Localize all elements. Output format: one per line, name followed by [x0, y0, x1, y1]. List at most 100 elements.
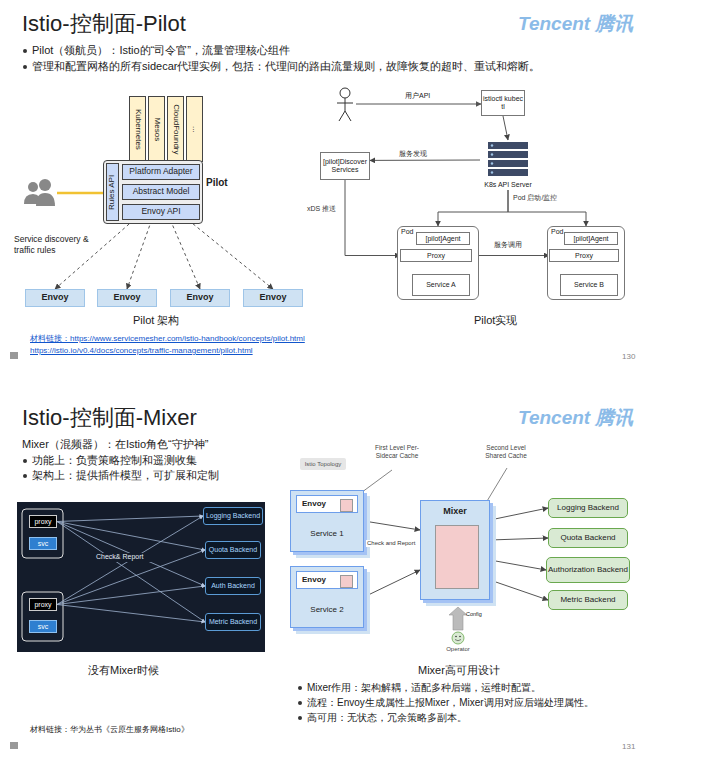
layer-box: Abstract Model	[122, 184, 200, 200]
connector	[188, 220, 273, 289]
envoy-box: Envoy	[296, 495, 358, 513]
node-text: Abstract Model	[133, 187, 190, 196]
pod-box: Pod[pilot]AgentProxyService B	[547, 226, 625, 300]
node-text: Envoy	[113, 293, 140, 303]
source-note: 材料链接：华为丛书《云原生服务网格Istio》	[30, 725, 330, 735]
connector	[57, 522, 205, 623]
server-node: K8s API Server	[480, 140, 536, 190]
layer-box: Envoy API	[122, 204, 200, 220]
node-text: Platform Adapter	[129, 167, 192, 176]
process-box: [pilot]Agent	[564, 232, 618, 245]
layer-box: Platform Adapter	[122, 164, 200, 180]
proxy-box: Proxy	[549, 249, 619, 262]
node-text: Pod	[551, 228, 563, 236]
envoy-box: Envoy	[296, 571, 358, 589]
tag-box: Istio Topology	[300, 458, 346, 470]
node-text: istioctl kubectl	[482, 95, 524, 110]
platform-tab: CloudFoundry	[167, 96, 184, 162]
node-text: K8s API Server	[484, 181, 531, 189]
node-text: [pilot]Discover Services	[321, 158, 369, 173]
connector	[57, 605, 205, 623]
service-box: svc	[29, 620, 57, 633]
envoy-box: Envoy	[97, 289, 157, 307]
bullet-dot	[298, 716, 302, 720]
backend-box: Quota Backend	[548, 528, 628, 548]
node-text: Metric Backend	[209, 618, 257, 626]
logo: Tencent 腾讯	[518, 406, 688, 430]
platform-tab: Mesos	[148, 96, 165, 162]
connector-label: Pod 启动/监控	[512, 194, 558, 202]
pod-outline	[22, 592, 63, 641]
users-icon	[24, 179, 55, 206]
pod-box: Pod[pilot]AgentProxyService A	[397, 226, 479, 300]
service-box: Service 1Envoy	[290, 490, 364, 552]
bullet-dot	[23, 459, 27, 463]
connector	[57, 522, 205, 551]
envoy-box: Envoy	[170, 289, 230, 307]
node-text: Service A	[426, 281, 456, 289]
connector	[472, 255, 549, 256]
node-text: Envoy	[259, 293, 286, 303]
platform-tab: ...	[186, 96, 203, 162]
backend-box: Authorization Backend	[546, 557, 630, 583]
callout: First Level Per-Sidecar Cache	[364, 444, 430, 460]
slide-title: Istio-控制面-Pilot	[22, 10, 186, 38]
bullet-text: 功能上：负责策略控制和遥测收集	[32, 454, 292, 468]
connector	[170, 220, 200, 289]
node-text: Mixer	[443, 507, 467, 517]
node-text: Logging Backend	[206, 512, 260, 520]
envoy-box: Envoy	[243, 289, 303, 307]
bullet-text: 架构上：提供插件模型，可扩展和定制	[32, 469, 292, 483]
node-text: CloudFoundry	[171, 104, 180, 154]
node-text: Quota Backend	[209, 546, 257, 554]
node-text: Quota Backend	[560, 534, 615, 543]
proxy-box: Proxy	[400, 249, 472, 262]
footer-icon	[10, 742, 18, 749]
backend-box: Auth Backend	[205, 577, 261, 595]
dark-panel	[17, 502, 265, 652]
backend-box: Quota Backend	[205, 541, 261, 559]
link: 材料链接：https://www.servicemesher.com/istio…	[30, 334, 450, 344]
bullet-text: 流程：Envoy生成属性上报Mixer，Mixer调用对应后端处理属性。	[307, 697, 707, 710]
node-text: Envoy API	[141, 207, 180, 216]
proxy-box: proxy	[29, 598, 57, 611]
backend-box: Logging Backend	[203, 507, 263, 525]
node-text: Proxy	[575, 252, 593, 260]
envoy-box: Envoy	[25, 289, 85, 307]
caption: Pilot 架构	[133, 314, 233, 328]
bullet-dot	[23, 65, 27, 69]
connector	[364, 570, 420, 597]
bullet-text: Mixer作用：架构解耦，适配多种后端，运维时配置。	[307, 682, 707, 695]
connector-label: Check and Report	[366, 540, 416, 547]
service-box: Service B	[560, 274, 618, 296]
node-text: Service 2	[291, 606, 363, 615]
node-text: Pod	[401, 228, 413, 236]
connector	[503, 116, 508, 140]
page-number: 131	[622, 742, 662, 752]
caption: 没有Mixer时候	[88, 664, 208, 678]
node-text: svc	[38, 540, 49, 548]
annotation: Service discovery & traffic rules	[14, 234, 92, 255]
bullet-dot	[298, 701, 302, 705]
rules-line	[57, 192, 103, 195]
line-label: Check& Report	[94, 553, 156, 562]
connector	[57, 522, 205, 587]
bullet-dot	[23, 474, 27, 478]
connector	[508, 190, 586, 226]
backend-box: Metric Backend	[205, 613, 261, 631]
intro-text: Mixer（混频器）：在Istio角色“守护神”	[22, 438, 292, 452]
callout: Second Level Shared Cache	[476, 444, 536, 460]
node-text: Pilot	[206, 177, 228, 188]
node-text: Mesos	[152, 117, 161, 141]
connector	[364, 521, 420, 530]
slide-title: Istio-控制面-Mixer	[22, 404, 422, 432]
node-text: Service B	[574, 281, 604, 289]
connector	[490, 560, 546, 570]
proxy-box: proxy	[29, 515, 57, 528]
node-text: Istio Topology	[305, 461, 342, 468]
node-text: Proxy	[427, 252, 445, 260]
bullet-text: 高可用：无状态，冗余策略多副本。	[307, 712, 707, 725]
